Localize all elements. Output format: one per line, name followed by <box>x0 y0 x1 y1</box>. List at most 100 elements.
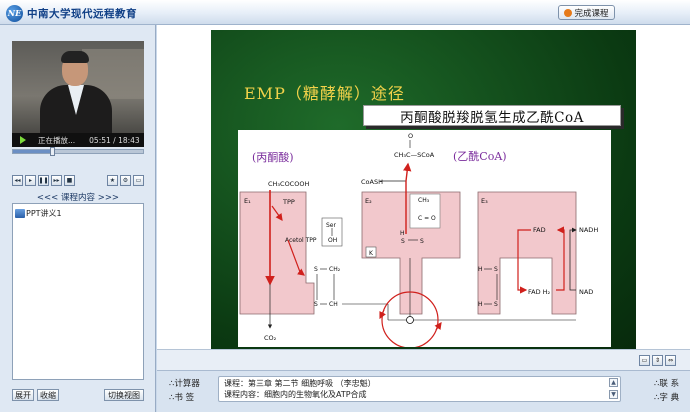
enzyme-e1-shape <box>239 191 315 315</box>
label-e3: E₃ <box>481 197 488 205</box>
calculator-label: 计算器 <box>174 379 200 389</box>
lecturer-hair <box>61 51 89 63</box>
scroll-icon[interactable]: ⇕ <box>652 355 663 366</box>
slide-subtitle: 丙酮酸脱羧脱氢生成乙酰CoA <box>363 105 621 126</box>
label-ch2: CH₂ <box>329 266 341 273</box>
rotation-circle <box>381 291 439 347</box>
left-panel: 正在播放... 05:51 / 18:43 ◂◂ ▸ ❚❚ ▸▸ ■ ★ ⚙ ▭… <box>0 25 156 412</box>
player-controls: ◂◂ ▸ ❚❚ ▸▸ ■ ★ ⚙ ▭ <box>12 175 144 186</box>
document-icon <box>15 209 25 218</box>
collapse-button[interactable]: 收缩 <box>37 389 59 401</box>
label-s1: S <box>314 266 318 273</box>
tree-buttons: 展开 收缩 切换视图 <box>12 389 144 401</box>
player-status: 正在播放... <box>38 135 76 145</box>
nad-arrow <box>569 227 577 291</box>
control-spacer <box>77 175 105 186</box>
label-tpp: TPP <box>282 198 295 206</box>
label-pyruvate: (丙酮酸) <box>252 150 294 164</box>
label-k: K <box>369 250 374 257</box>
play-icon[interactable] <box>20 136 26 144</box>
label-s-e3a: S <box>494 266 498 273</box>
rotation-arrow <box>434 322 442 331</box>
info-scroll-up-icon[interactable]: ▲ <box>609 378 618 387</box>
label-o: O <box>408 132 413 140</box>
label-e1: E₁ <box>244 197 251 205</box>
slide: EMP（糖酵解）途径 丙酮酸脱羧脱氢生成乙酰CoA (丙酮酸) CH₃COCOO… <box>211 30 636 349</box>
bookmark-link[interactable]: ∴书 签 <box>169 393 195 403</box>
calculator-link[interactable]: ∴计算器 <box>169 379 200 389</box>
progress-bar[interactable] <box>12 147 144 156</box>
core-node <box>406 316 414 324</box>
label-fad: FAD <box>533 226 546 234</box>
star-icon[interactable]: ★ <box>107 175 118 186</box>
complete-icon <box>564 8 573 17</box>
enzyme-diagram: (丙酮酸) CH₃COCOOH E₁ TPP Acetol TPP Ser OH… <box>238 130 611 347</box>
complete-course-label: 完成课程 <box>574 8 609 19</box>
label-nad: NAD <box>579 288 593 296</box>
contact-link[interactable]: ∴联 系 <box>654 379 680 389</box>
k-box <box>365 246 377 258</box>
label-coash: CoASH <box>361 178 383 186</box>
time-current: 05:51 <box>89 135 111 145</box>
slide-title: EMP（糖酵解）途径 <box>244 84 405 103</box>
player-status-bar: 正在播放... 05:51 / 18:43 <box>12 133 144 147</box>
next-icon[interactable]: ▸▸ <box>51 175 62 186</box>
window-icon[interactable]: ▭ <box>639 355 650 366</box>
switch-view-button[interactable]: 切换视图 <box>104 389 144 401</box>
bottom-toolbar: ∴计算器 ∴书 签 课程：第三章 第二节 细胞呼吸 （李忠魁） 课程内容：细胞内… <box>157 370 690 412</box>
logo: NE 中南大学现代远程教育 <box>6 4 137 22</box>
label-s-e2b: S <box>420 238 424 245</box>
time-total: 18:43 <box>118 135 140 145</box>
time-separator: / <box>110 135 119 145</box>
label-s-e2a: S <box>401 238 405 245</box>
view-strip: ▭ ⇕ ⇔ <box>157 349 690 370</box>
label-ch3: CH₃ <box>418 197 430 204</box>
dictionary-link[interactable]: ∴字 典 <box>654 393 680 403</box>
main-content: EMP（糖酵解）途径 丙酮酸脱羧脱氢生成乙酰CoA (丙酮酸) CH₃COCOO… <box>157 25 690 349</box>
label-c-eq-o: C = O <box>418 215 436 222</box>
formula-acetyl: CH₃C—SCoA <box>394 151 435 159</box>
fadh2-oxidize-arrow <box>556 226 565 291</box>
stop-icon[interactable]: ■ <box>64 175 75 186</box>
complete-course-button[interactable]: 完成课程 <box>558 5 615 20</box>
formula-pyruvate: CH₃COCOOH <box>268 180 309 188</box>
tree-item-label: PPT讲义1 <box>26 209 62 218</box>
video-frame[interactable] <box>12 41 144 133</box>
course-content-line: 课程内容：细胞内的生物氧化及ATP合成 <box>224 390 367 399</box>
label-oh: OH <box>328 237 337 244</box>
pause-icon[interactable]: ❚❚ <box>38 175 49 186</box>
bookmark-label: 书 签 <box>174 393 195 403</box>
e2-red-arrow-up <box>403 162 412 234</box>
e1-acetol-arrow <box>287 239 305 276</box>
dictionary-label: 字 典 <box>659 393 680 403</box>
arrows-icon[interactable]: ⇔ <box>665 355 676 366</box>
label-nadh: NADH <box>579 226 598 234</box>
rotation-arrow-left <box>379 309 386 320</box>
progress-fill <box>13 150 54 153</box>
fad-reduce-arrow <box>517 229 531 294</box>
label-co2: CO₂ <box>264 334 277 342</box>
prev-icon[interactable]: ◂◂ <box>12 175 23 186</box>
e1-tpp-arrow <box>271 205 283 221</box>
tree-item[interactable]: PPT讲义1 <box>15 208 62 219</box>
course-tree: PPT讲义1 <box>12 203 144 380</box>
play-button-icon[interactable]: ▸ <box>25 175 36 186</box>
course-info-box: 课程：第三章 第二节 细胞呼吸 （李忠魁） 课程内容：细胞内的生物氧化及ATP合… <box>218 376 621 402</box>
expand-button[interactable]: 展开 <box>12 389 34 401</box>
acetyl-group-box <box>409 193 441 229</box>
course-contents-title: <<< 课程内容 >>> <box>36 193 120 203</box>
logo-text: 中南大学现代远程教育 <box>27 7 137 20</box>
settings-icon[interactable]: ⚙ <box>120 175 131 186</box>
label-acetol-tpp: Acetol TPP <box>285 237 317 244</box>
view-icons: ▭ ⇕ ⇔ <box>639 355 676 366</box>
info-scroll-down-icon[interactable]: ▼ <box>609 390 618 399</box>
label-ser: Ser <box>326 222 337 229</box>
label-h-e3b: H <box>478 301 483 308</box>
enzyme-e3-shape <box>477 191 577 315</box>
progress-knob[interactable] <box>50 147 56 156</box>
fullscreen-icon[interactable]: ▭ <box>133 175 144 186</box>
contact-label: 联 系 <box>659 379 680 389</box>
label-e2: E₂ <box>365 197 372 205</box>
label-fadh2: FAD H₂ <box>528 288 551 296</box>
top-header: NE 中南大学现代远程教育 完成课程 <box>0 0 690 25</box>
